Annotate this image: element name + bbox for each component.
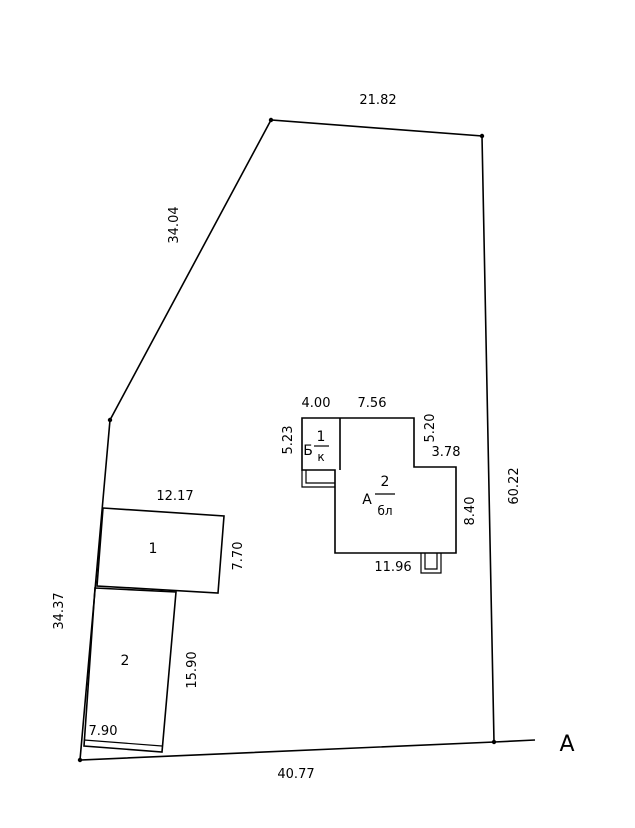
corner-point <box>491 739 497 745</box>
dim-main-step: 3.78 <box>432 445 461 460</box>
corner-point <box>479 133 485 139</box>
dim-main-right-notch: 5.20 <box>423 414 438 443</box>
main-house-letter: А <box>362 492 372 508</box>
dim-building-1-width: 12.17 <box>156 489 193 504</box>
main-house-material: бл <box>377 504 392 518</box>
annex-porch-inner <box>305 470 335 484</box>
corner-point <box>268 117 274 123</box>
main-porch <box>420 553 442 574</box>
dim-plot-top: 21.82 <box>359 93 396 108</box>
main-house-outline <box>301 417 457 554</box>
annex-floors: 1 <box>317 429 326 445</box>
dim-plot-right: 60.22 <box>507 467 522 504</box>
building-1-label: 1 <box>149 541 158 557</box>
annex-letter: Б <box>303 443 313 459</box>
dim-annex-left: 5.23 <box>281 426 296 455</box>
dim-main-right: 8.40 <box>463 497 478 526</box>
dim-main-top: 7.56 <box>358 396 387 411</box>
road-marker-label: А <box>559 732 574 757</box>
dim-plot-upper-left: 34.04 <box>167 206 182 243</box>
building-2-inner-line <box>83 739 163 747</box>
road-line <box>493 739 536 743</box>
annex-porch <box>301 470 335 488</box>
plot-boundary <box>79 119 495 761</box>
dim-building-2-width: 7.90 <box>89 724 118 739</box>
building-1-outline <box>96 507 225 594</box>
corner-point <box>107 417 113 423</box>
building-2-label: 2 <box>121 653 130 669</box>
annex-material: к <box>317 450 324 464</box>
dim-plot-lower-left: 34.37 <box>52 592 67 629</box>
dim-building-2-depth: 15.90 <box>185 651 200 688</box>
dim-annex-top: 4.00 <box>302 396 331 411</box>
dim-main-bottom: 11.96 <box>374 560 411 575</box>
corner-point <box>77 757 83 763</box>
building-2-outline <box>83 587 177 753</box>
dim-building-1-depth: 7.70 <box>231 542 246 571</box>
main-porch-inner <box>424 553 438 570</box>
dim-plot-bottom: 40.77 <box>277 767 314 782</box>
main-house-floors: 2 <box>381 474 390 490</box>
